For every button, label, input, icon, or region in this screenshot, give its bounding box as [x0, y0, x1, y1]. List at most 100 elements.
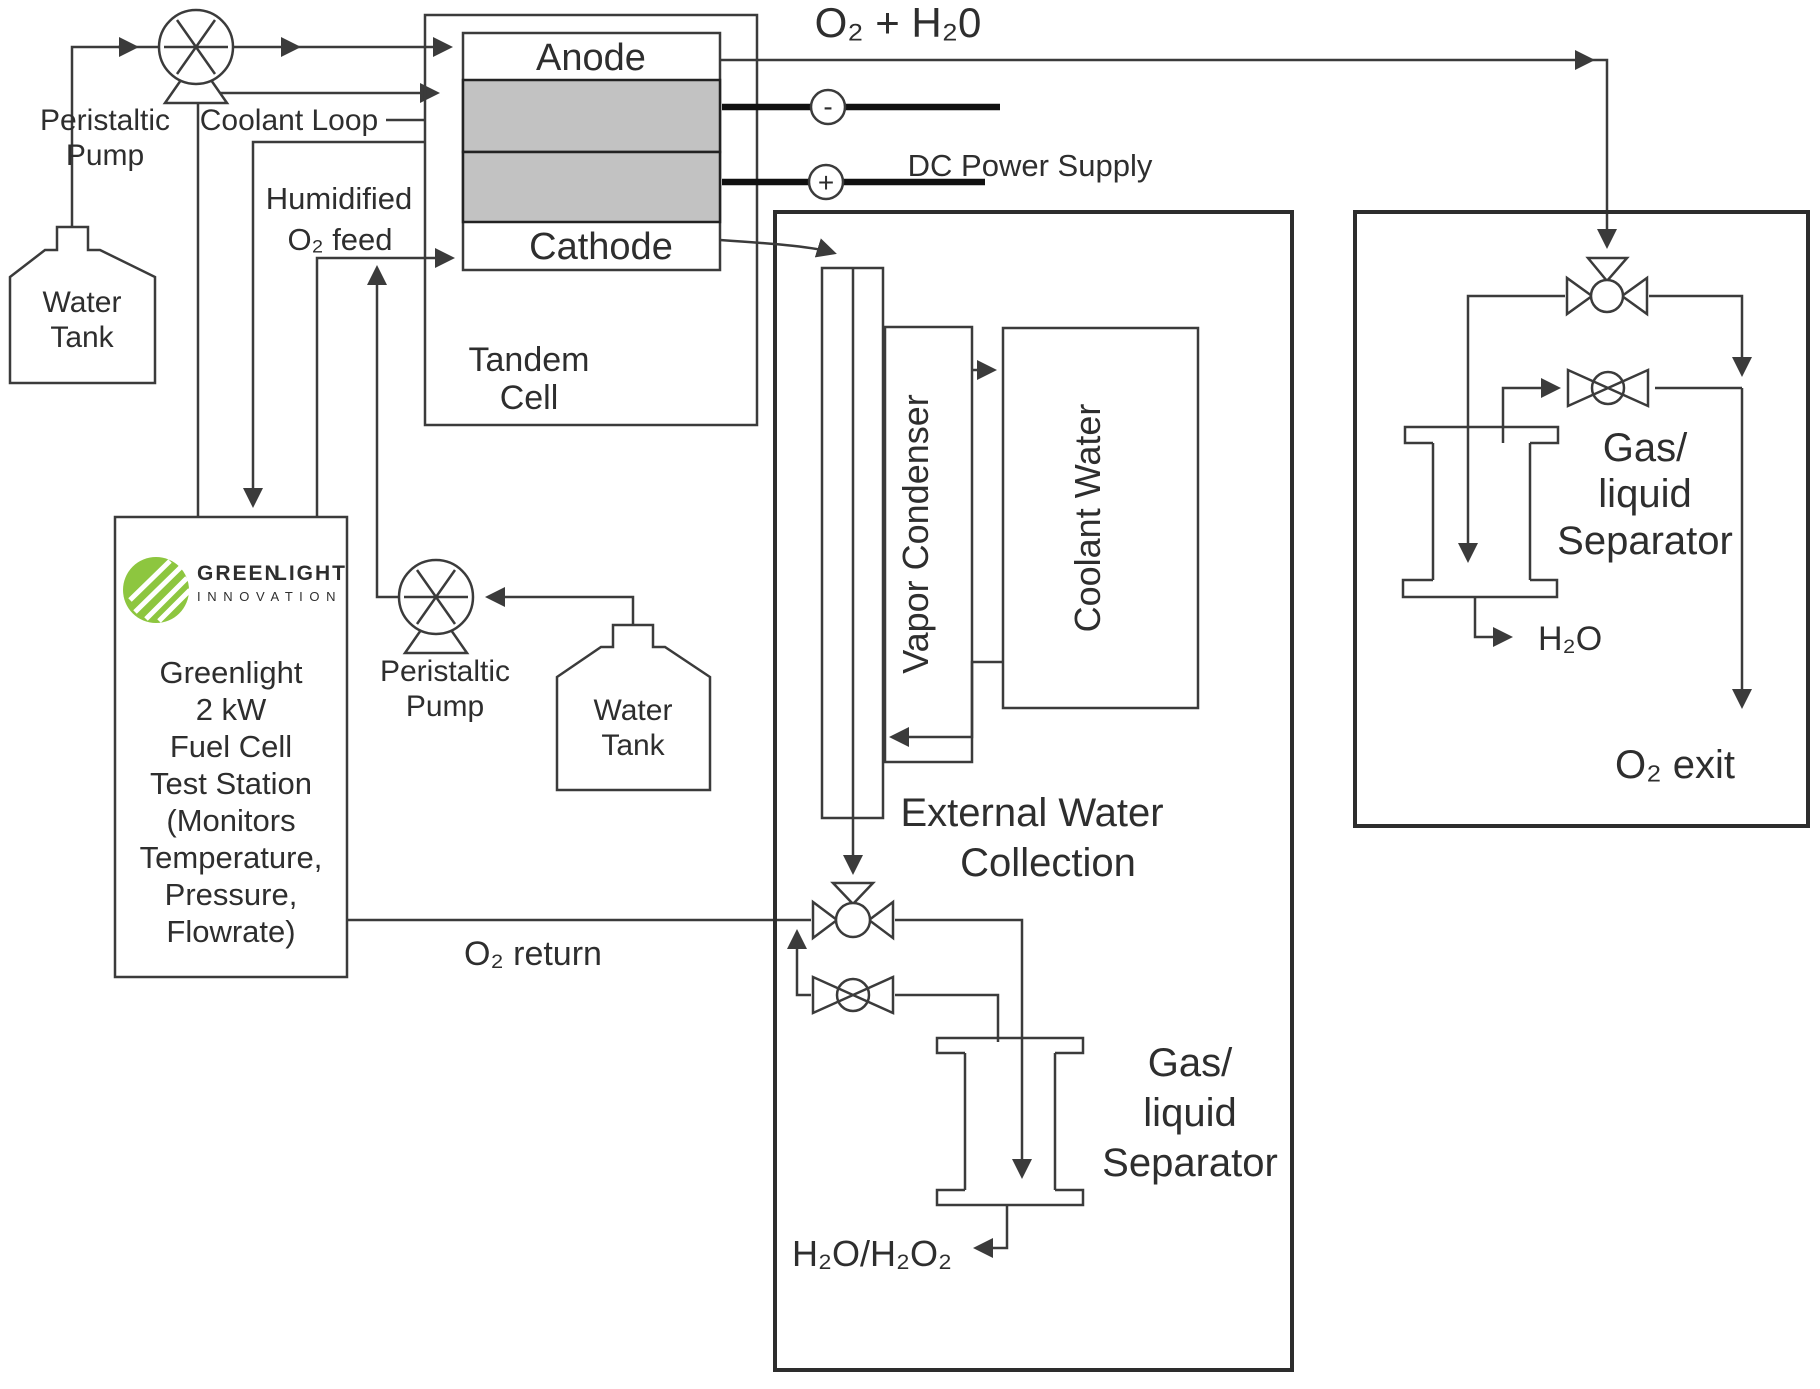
anode-label: Anode	[536, 37, 646, 79]
pump2-asterisk	[404, 569, 468, 625]
coolant-loop-label: Coolant Loop	[200, 104, 378, 137]
station-line-4: Test Station	[150, 766, 312, 801]
water-tank-1-label: Water	[43, 286, 122, 319]
logo-innovation-text: I N N O V A T I O N	[197, 589, 337, 604]
valve-body	[835, 977, 871, 1013]
separator-body	[1431, 443, 1532, 580]
cell-electrode-layer-2	[461, 150, 722, 224]
greenlight-logo: GREEN LIGHT I N N O V A T I O N	[123, 557, 347, 623]
cell-electrode-layer-1	[461, 78, 722, 154]
coolant-water-box	[1001, 326, 1200, 710]
logo-green-text: GREEN	[197, 562, 282, 585]
separator-top-flange	[935, 1036, 1085, 1055]
minus-sign: -	[823, 91, 832, 122]
external-water-collection: Vapor Condenser Coolant Water External W…	[719, 210, 1294, 1372]
tank2-to-pump2-line	[485, 587, 635, 625]
vapor-condenser-label: Vapor Condenser	[895, 394, 936, 674]
station-line-7: Pressure,	[165, 877, 298, 912]
separator-drain-line	[1473, 597, 1513, 647]
valve-left-triangle	[1566, 368, 1612, 408]
bypass-to-return-line	[787, 929, 811, 997]
station-box	[113, 515, 349, 979]
coolant-return-line	[243, 140, 425, 508]
separator-mid-label2: liquid	[1143, 1091, 1236, 1135]
three-way-valve-right-icon	[1565, 256, 1649, 317]
station-line-8: Flowrate)	[166, 914, 295, 949]
station-line-2: 2 kW	[196, 692, 267, 727]
vapor-condenser-jacket	[883, 325, 974, 764]
separator-mid-label3: Separator	[1102, 1141, 1278, 1185]
humidified-feed-piping	[315, 248, 635, 625]
dc-power-supply-label: DC Power Supply	[908, 148, 1153, 183]
external-collection-label2: Collection	[960, 841, 1136, 885]
tandem-cell-label: Tandem	[469, 341, 590, 379]
pump2-label: Peristaltic	[380, 655, 510, 688]
separator-right-label3: Separator	[1557, 519, 1733, 563]
station-line-5: (Monitors	[166, 803, 295, 838]
pump1-label: Peristaltic	[40, 104, 170, 137]
valve-body	[834, 901, 872, 939]
h2o-h2o2-label: H₂O/H₂O₂	[792, 1233, 952, 1274]
tank1-to-pump1-line	[70, 37, 453, 227]
water-tank-2-body	[555, 623, 712, 792]
valve-body	[1590, 370, 1626, 406]
gas-out-to-valve-line	[1501, 378, 1561, 443]
peristaltic-pump-1-icon: Peristaltic Pump	[40, 8, 235, 172]
plus-terminal-icon	[807, 163, 845, 201]
gas-liquid-separator-right: Gas/ liquid Separator	[1401, 425, 1733, 647]
logo-globe-stripes	[128, 559, 192, 623]
recovery-box	[1353, 210, 1810, 828]
valve-right-triangle	[1619, 275, 1649, 317]
tandem-cell-outer-box	[423, 13, 759, 427]
water-tank-2-label2: Tank	[601, 729, 665, 762]
vapor-condenser: Vapor Condenser	[820, 266, 974, 820]
logo-light-text: LIGHT	[274, 562, 347, 585]
o2-h2o-label: O₂ + H₂0	[815, 0, 982, 46]
valve-left-triangle	[811, 975, 857, 1015]
pump1-label2: Pump	[66, 139, 144, 172]
humidified-feed-label2: O₂ feed	[287, 222, 392, 257]
water-tank-1-body	[8, 225, 157, 385]
cathode-to-condenser-curve	[719, 238, 837, 258]
pump1-asterisk	[164, 19, 228, 75]
station-o2-feed-line	[315, 248, 455, 517]
valve-right-triangle	[866, 899, 895, 941]
valve-right-triangle	[1604, 368, 1650, 408]
pump2-label2: Pump	[406, 690, 484, 723]
two-way-valve-mid-icon	[811, 975, 895, 1015]
anode-output-line	[720, 58, 1617, 249]
station-line-3: Fuel Cell	[170, 729, 292, 764]
separator-bottom-flange	[935, 1188, 1085, 1207]
three-way-valve-mid-icon	[811, 881, 895, 941]
gas-liquid-separator-mid: Gas/ liquid Separator	[935, 1036, 1278, 1258]
tandem-cell-label2: Cell	[500, 379, 559, 417]
external-collection-label: External Water	[900, 791, 1163, 835]
plus-sign: +	[818, 167, 834, 198]
separator-top-flange	[1403, 425, 1560, 445]
separator-body	[963, 1053, 1057, 1190]
greenlight-test-station: GREEN LIGHT I N N O V A T I O N Greenlig…	[113, 515, 349, 979]
coolant-water-label: Coolant Water	[1067, 404, 1108, 633]
two-way-valve-right-icon	[1566, 368, 1650, 408]
tandem-cell: Anode Cathode Tandem Cell	[423, 13, 759, 427]
valve-right-triangle	[849, 975, 895, 1015]
separator-mid-label: Gas/	[1148, 1041, 1233, 1085]
h2o-label: H₂O	[1538, 620, 1602, 658]
o2-exit-label: O₂ exit	[1615, 743, 1735, 787]
separator-right-label2: liquid	[1598, 472, 1691, 516]
coolant-water-unit: Coolant Water	[889, 326, 1200, 747]
cathode-label: Cathode	[529, 226, 673, 268]
water-tank-2: Water Tank	[555, 623, 712, 792]
station-line-1: Greenlight	[159, 655, 302, 690]
valve-body	[1589, 278, 1625, 314]
valve-left-triangle	[1565, 275, 1595, 317]
water-tank-1-label2: Tank	[50, 321, 114, 354]
humidified-feed-label: Humidified	[266, 181, 412, 216]
valve-bypass-line	[1649, 294, 1752, 377]
separator-drain-line	[973, 1205, 1009, 1258]
minus-terminal-icon	[809, 88, 847, 126]
o2-recovery-box: Gas/ liquid Separator H₂O O₂ exit	[1353, 210, 1810, 828]
valve-to-separator-line	[895, 918, 1032, 1179]
